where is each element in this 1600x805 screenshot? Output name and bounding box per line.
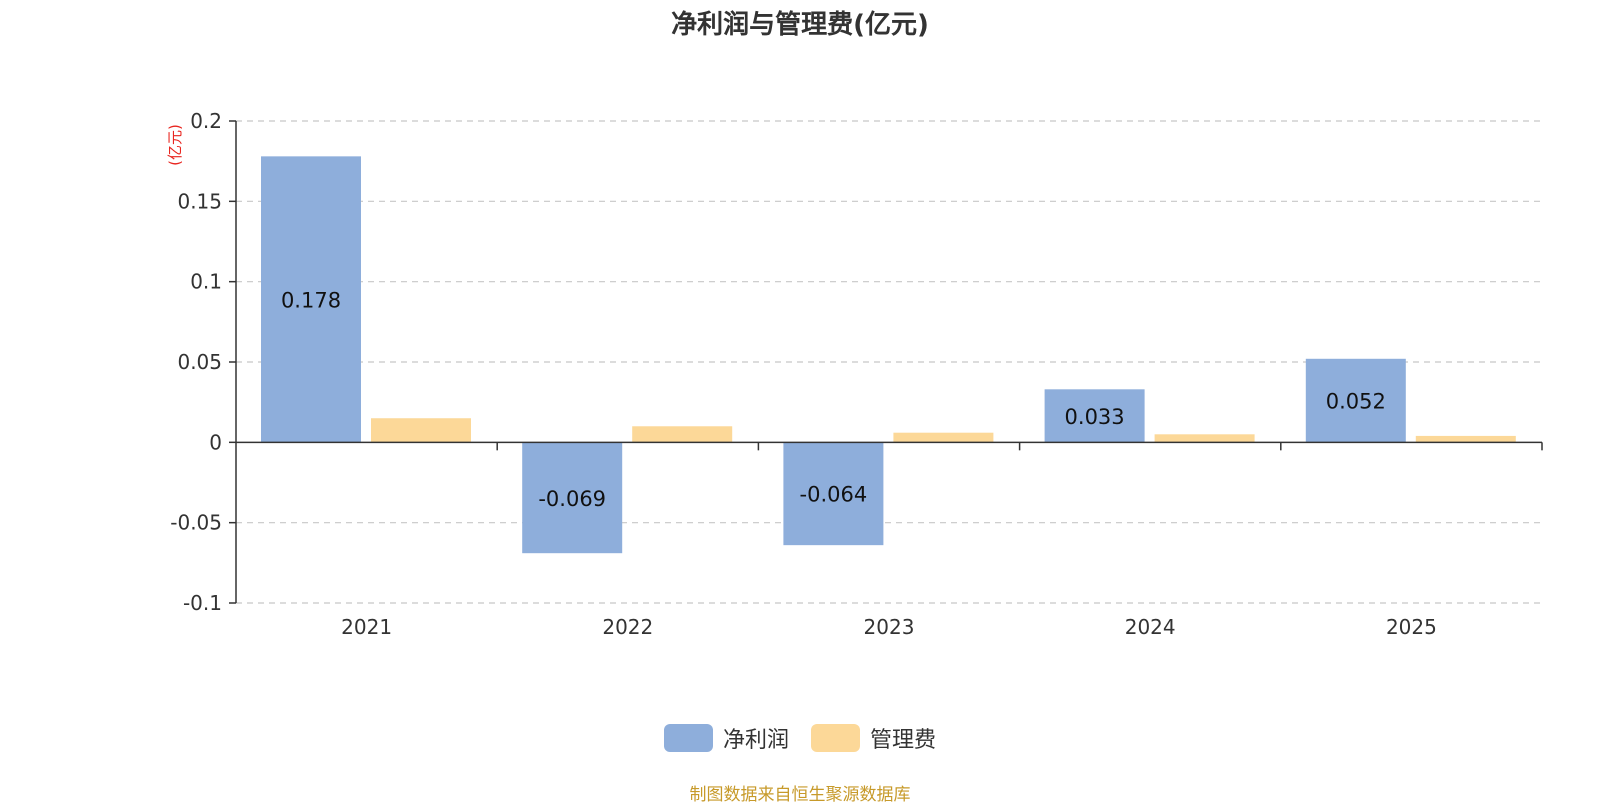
legend-item-admin-expense[interactable]: 管理费 — [811, 722, 936, 754]
y-tick-label: -0.1 — [183, 591, 222, 615]
x-tick-label: 2021 — [341, 615, 392, 639]
legend-swatch-admin-expense — [811, 724, 860, 752]
x-tick-label: 2024 — [1125, 615, 1176, 639]
bar-admin-expense-2021[interactable] — [371, 418, 471, 443]
source-note: 制图数据来自恒生聚源数据库 — [689, 785, 911, 805]
data-label: 0.052 — [1326, 390, 1386, 414]
data-label: 0.178 — [281, 288, 341, 312]
y-tick-label: 0.1 — [190, 270, 222, 294]
bar-net-profit-2024[interactable] — [1044, 389, 1145, 443]
chart-legend: 净利润 管理费 — [0, 722, 1600, 754]
bar-net-profit-2022[interactable] — [522, 442, 623, 554]
x-tick-label: 2022 — [602, 615, 653, 639]
y-tick-label: 0.05 — [177, 350, 222, 374]
chart-plot-area: 0.2 0.15 0.1 0.05 0 -0.05 -0.1 (亿元) 0.178 -0.069 -… — [166, 109, 1543, 639]
legend-swatch-net-profit — [663, 724, 713, 752]
bar-admin-expense-2023[interactable] — [893, 432, 994, 443]
x-tick-label: 2023 — [864, 615, 915, 639]
bar-admin-expense-2024[interactable] — [1154, 434, 1255, 443]
bar-net-profit-2021[interactable] — [261, 156, 361, 443]
legend-label-net-profit: 净利润 — [722, 728, 789, 753]
y-tick-label: 0 — [209, 430, 222, 454]
bar-admin-expense-2025[interactable] — [1415, 435, 1516, 443]
x-tick-label: 2025 — [1386, 615, 1437, 639]
y-axis-label: (亿元) — [166, 124, 184, 166]
legend-label-admin-expense: 管理费 — [870, 728, 937, 753]
data-label: -0.064 — [800, 483, 868, 507]
y-tick-label: 0.15 — [177, 189, 222, 213]
legend-item-net-profit[interactable]: 净利润 — [663, 722, 789, 754]
bar-admin-expense-2022[interactable] — [632, 426, 733, 443]
bar-net-profit-2025[interactable] — [1305, 358, 1406, 443]
data-label: -0.069 — [538, 487, 606, 511]
data-label: 0.033 — [1065, 405, 1125, 429]
y-tick-label: -0.05 — [170, 511, 222, 535]
chart-title: 净利润与管理费(亿元) — [671, 10, 929, 40]
bar-net-profit-2023[interactable] — [783, 442, 884, 546]
y-tick-label: 0.2 — [190, 109, 222, 133]
